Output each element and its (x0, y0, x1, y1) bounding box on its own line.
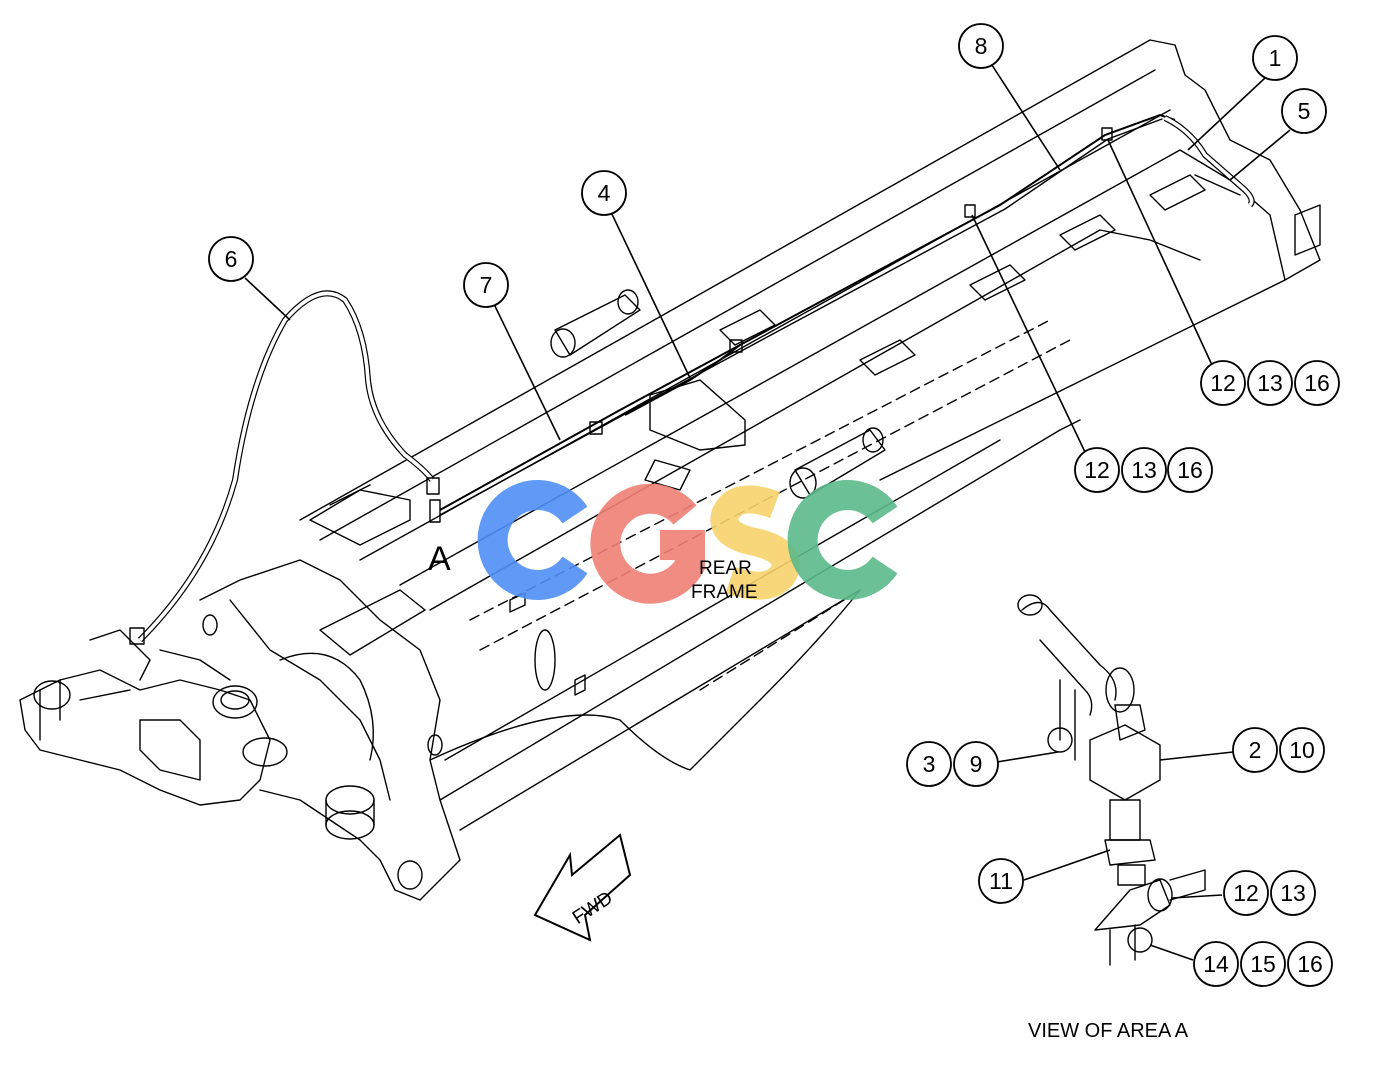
rear-frame-label-line1: REAR (699, 558, 752, 579)
callout-group-12-13-16-upper: 12 13 16 (1200, 360, 1340, 406)
svg-text:16: 16 (1297, 951, 1323, 977)
hose-lines (129, 113, 1255, 645)
svg-text:12: 12 (1233, 880, 1259, 906)
callout-1: 1 (1252, 35, 1298, 81)
svg-text:9: 9 (970, 751, 983, 777)
callout-group-2-10: 2 10 (1232, 727, 1325, 773)
forward-arrow: FWD (533, 833, 632, 942)
callout-group-14-15-16: 14 15 16 (1193, 941, 1333, 987)
svg-text:14: 14 (1203, 951, 1229, 977)
callout-group-11: 11 (978, 858, 1024, 904)
callout-8: 8 (958, 23, 1004, 69)
svg-text:12: 12 (1084, 457, 1110, 483)
view-caption: VIEW OF AREA A (1028, 1020, 1189, 1042)
svg-text:13: 13 (1280, 880, 1306, 906)
svg-text:11: 11 (989, 868, 1013, 894)
svg-text:13: 13 (1131, 457, 1157, 483)
area-a-marker: A (428, 540, 451, 578)
callout-group-3-9: 3 9 (906, 741, 999, 787)
svg-text:2: 2 (1249, 737, 1262, 763)
svg-text:13: 13 (1257, 370, 1283, 396)
leader-lines (244, 61, 1291, 961)
svg-text:5: 5 (1298, 98, 1311, 124)
svg-text:1: 1 (1269, 45, 1282, 71)
svg-text:12: 12 (1210, 370, 1236, 396)
callout-5: 5 (1281, 88, 1327, 134)
svg-text:3: 3 (923, 751, 936, 777)
svg-text:16: 16 (1304, 370, 1330, 396)
callout-group-12-13-16-lower: 12 13 16 (1074, 447, 1213, 493)
svg-text:15: 15 (1250, 951, 1276, 977)
callout-7: 7 (463, 262, 509, 308)
svg-text:7: 7 (480, 272, 493, 298)
svg-text:8: 8 (975, 33, 988, 59)
watermark-logo (477, 480, 898, 604)
rear-frame-label-line2: FRAME (691, 582, 758, 603)
svg-text:16: 16 (1177, 457, 1203, 483)
callout-group-12-13-detail: 12 13 (1223, 870, 1316, 916)
svg-text:6: 6 (225, 246, 238, 272)
svg-text:4: 4 (598, 180, 611, 206)
svg-text:10: 10 (1289, 737, 1315, 763)
area-a-detail-drawing (1017, 594, 1206, 966)
callout-4: 4 (581, 170, 627, 216)
callout-6: 6 (208, 236, 254, 282)
